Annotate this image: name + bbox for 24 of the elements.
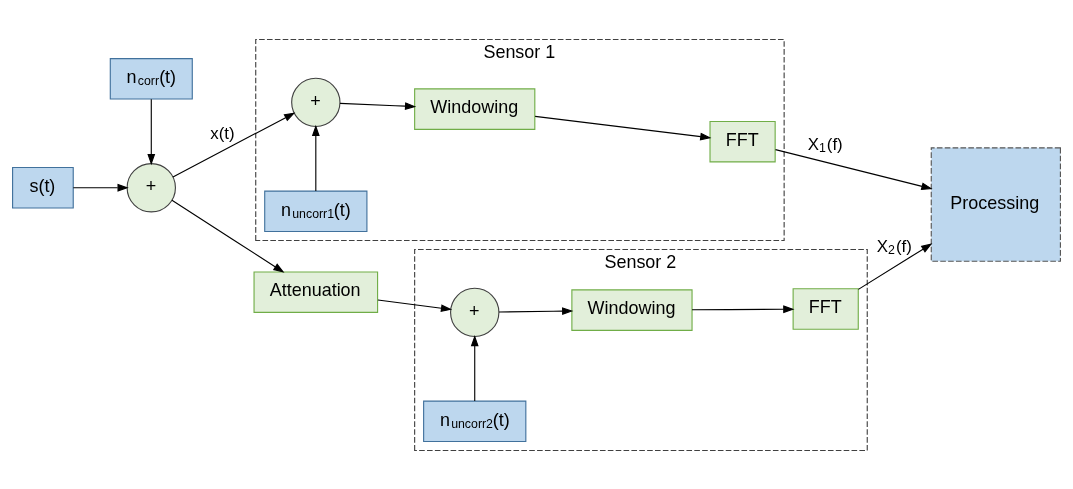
arrow: [774, 148, 933, 190]
node-box: Windowing: [414, 87, 536, 130]
node-box: FFT: [709, 120, 776, 162]
arrow: [857, 242, 933, 290]
arrow: [311, 124, 320, 191]
arrow: [534, 115, 712, 141]
node-box: Attenuation: [253, 270, 379, 313]
arrow: [171, 199, 285, 273]
arrow: [498, 306, 574, 315]
arrow: [72, 183, 129, 192]
node-circle: +: [450, 287, 500, 337]
arrow: [691, 304, 795, 313]
arrow: [470, 334, 479, 401]
node-circle: +: [291, 77, 341, 127]
arrow: [172, 112, 296, 177]
node-box: s(t): [12, 166, 74, 208]
arrow: [377, 299, 453, 312]
edge-label: x(t): [210, 123, 235, 143]
arrow: [339, 101, 417, 110]
node-box: FFT: [792, 287, 859, 330]
node-box: Windowing: [571, 288, 693, 331]
node-circle: +: [126, 162, 176, 212]
arrow: [147, 98, 156, 165]
node-box: Processing: [930, 146, 1061, 262]
